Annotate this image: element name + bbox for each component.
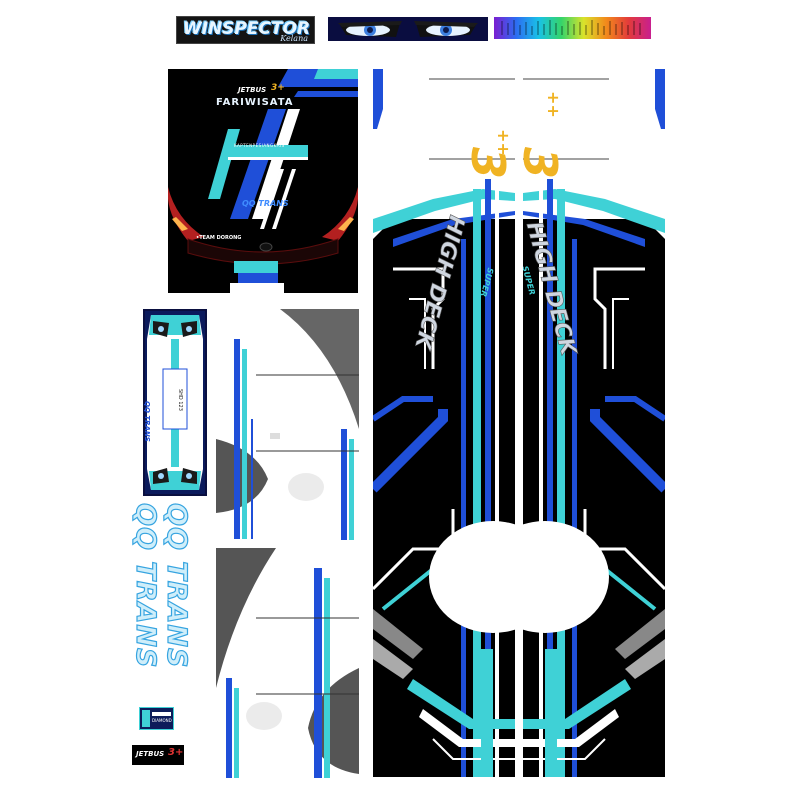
rear-operator: QQ TRANS (242, 199, 289, 208)
small-badge: DIAMOND (139, 707, 174, 730)
side-right-badge-number: 3 (523, 147, 567, 179)
rear-panel: JETBUS 3+ FARIWISATA KAPTENPESIANGKAIS Q… (168, 69, 358, 293)
logo-subtext: Kelana (280, 34, 308, 43)
side-window-panel-lower (216, 548, 359, 778)
rear-service-label: FARIWISATA (216, 97, 294, 108)
operator-vertical-1: QQ TRANS (129, 502, 161, 669)
jetbus-badge-suffix: 3+ (168, 747, 184, 758)
left-eye-icon (338, 21, 402, 37)
rear-small-label: KAPTENPESIANGKAIS (234, 143, 285, 148)
side-right-badge-plus: ++ (544, 91, 563, 118)
front-panel: QQ TRANS SHD 123 (143, 309, 207, 496)
side-window-panel-upper (216, 309, 359, 540)
operator-vertical-2: QQ TRANS (160, 502, 192, 669)
rear-jetbus-badge: JETBUS (238, 86, 267, 94)
side-left-badge-plus: ++ (494, 129, 513, 156)
side-body-right: HIGH DECK SUPER 3 ++ (523, 69, 665, 777)
side-body-left: HIGH DECK SUPER 3 ++ (373, 69, 515, 777)
operator-vertical-block: QQ TRANS QQ TRANS (129, 502, 194, 698)
front-operator: QQ TRANS (143, 401, 151, 442)
jetbus-badge: JETBUS 3+ (132, 745, 184, 765)
winspector-logo: WINSPECTOR Kelana (176, 16, 315, 44)
small-badge-label: DIAMOND (152, 718, 172, 723)
jetbus-badge-label: JETBUS (136, 750, 165, 758)
logo-text: WINSPECTOR (183, 19, 311, 39)
spectrum-panel (494, 17, 651, 39)
eyes-panel (328, 17, 488, 41)
front-small-plate: SHD 123 (177, 389, 183, 411)
right-eye-icon (414, 21, 478, 37)
rear-jetbus-suffix: 3+ (271, 83, 285, 93)
rear-team-label: •TEAM DORONG (196, 235, 242, 241)
